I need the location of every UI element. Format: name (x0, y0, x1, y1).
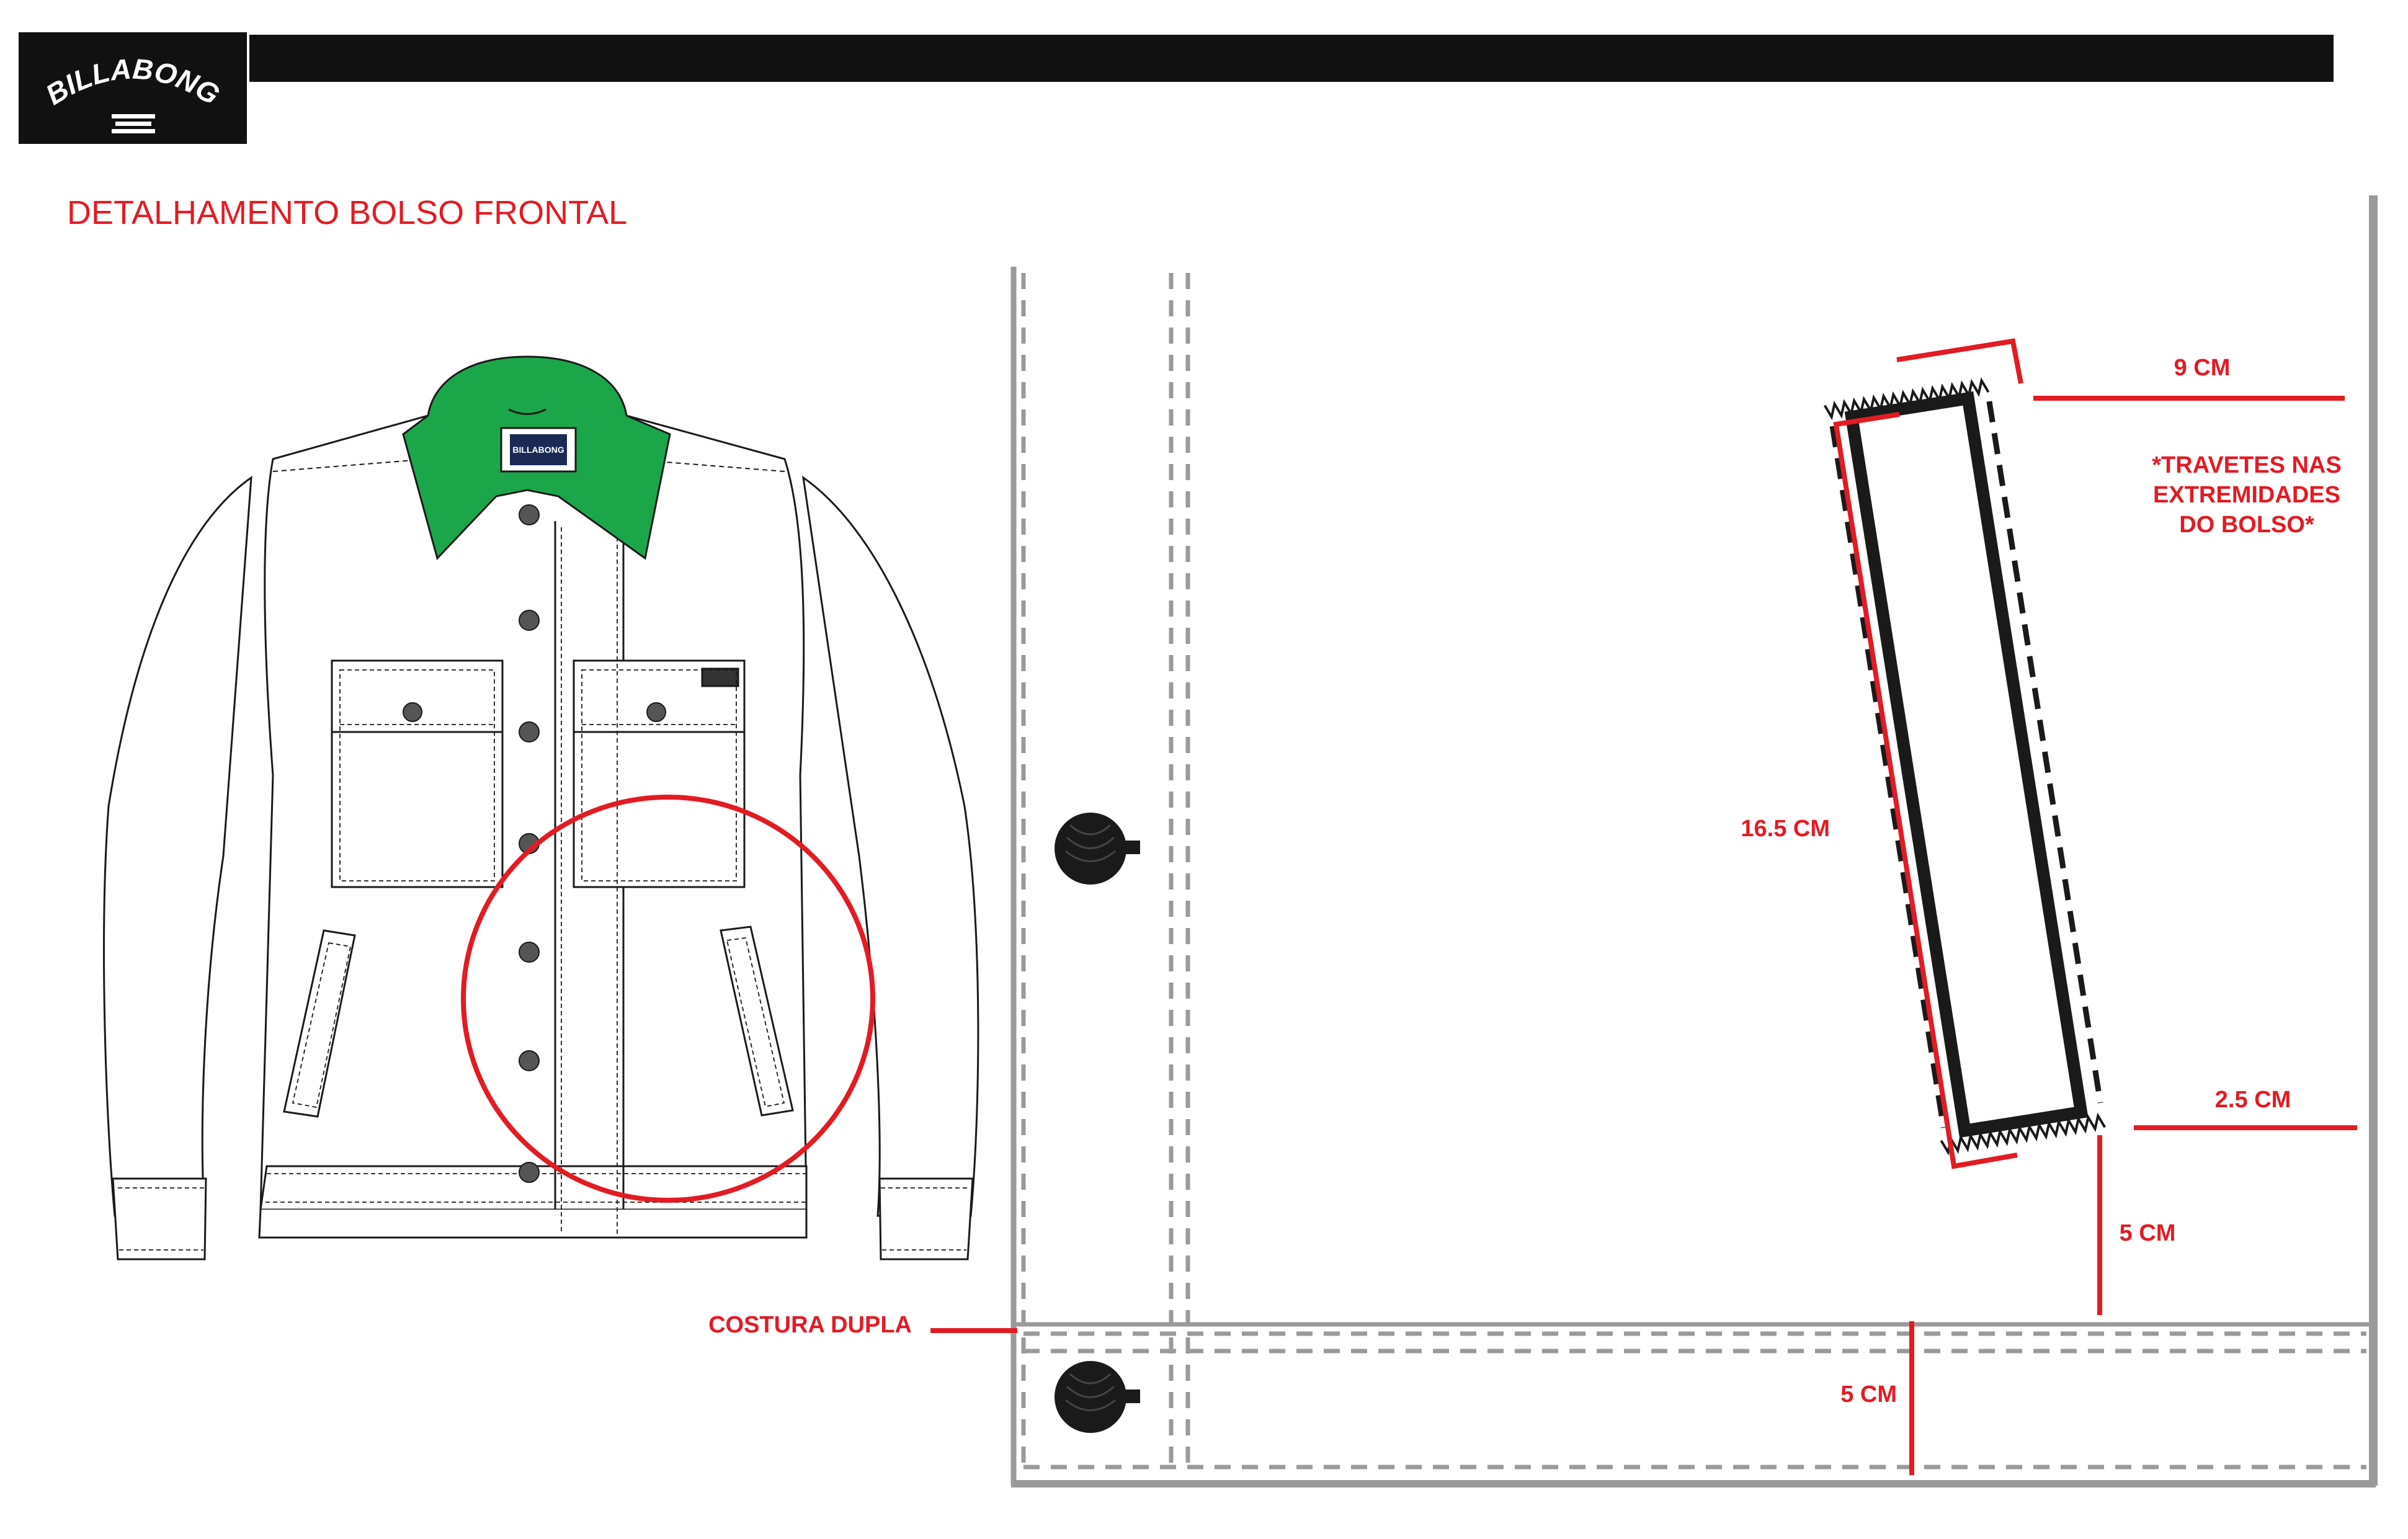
hem-height-label: 5 CM (1840, 1381, 1897, 1407)
jacket-collar: BILLABONG (402, 355, 671, 560)
button-dot (646, 702, 666, 722)
left-sleeve (103, 475, 252, 1217)
button-dot (519, 1050, 540, 1071)
width-label: 9 CM (2174, 355, 2231, 381)
brand-logo-box: BILLABONG (19, 32, 247, 144)
left-pocket-flap (331, 659, 504, 733)
jacket-sketch (103, 414, 979, 1260)
bartack-bottom (1940, 1112, 2107, 1156)
bartack-note-line3: DO BOLSO* (2179, 512, 2314, 538)
billabong-logo: BILLABONG (40, 52, 225, 133)
button-dot (519, 504, 540, 525)
button-dot (403, 702, 422, 722)
bartack-note-line2: EXTREMIDADES (2153, 482, 2340, 508)
right-sleeve (802, 475, 979, 1217)
billabong-bars-icon (112, 114, 155, 133)
length-label: 16.5 CM (1741, 816, 1830, 842)
chest-pocket-label (701, 667, 739, 687)
detail-button-lower (1055, 1361, 1140, 1433)
left-welt-pocket (283, 929, 356, 1118)
header-bar (249, 35, 2334, 82)
bartack-note-line1: *TRAVETES NAS (2152, 452, 2341, 478)
jacket-body (259, 414, 808, 1211)
right-welt-pocket (720, 926, 794, 1117)
pocket-detail-panel: 9 CM *TRAVETES NAS EXTREMIDADES DO BOLSO… (708, 195, 2378, 1488)
side-offset-label: 2.5 CM (2215, 1087, 2291, 1113)
right-cuff (878, 1177, 974, 1260)
button-dot (519, 721, 540, 743)
bartack-top (1823, 377, 1990, 421)
button-dot (519, 1162, 540, 1183)
bottom-offset-label: 5 CM (2120, 1220, 2176, 1246)
collar-label-text: BILLABONG (512, 445, 564, 455)
welt-pocket-detail (1823, 377, 2107, 1156)
detail-highlight-circle (461, 795, 875, 1203)
placket-stitching (1021, 273, 2366, 1473)
jacket-buttons (403, 504, 666, 1183)
button-dot (519, 610, 540, 631)
seam-label: COSTURA DUPLA (708, 1312, 912, 1338)
page-title: DETALHAMENTO BOLSO FRONTAL (67, 194, 628, 231)
button-dot (519, 942, 540, 963)
measurement-lines (930, 338, 2357, 1475)
detail-button-upper (1055, 813, 1140, 885)
measurement-labels: 9 CM *TRAVETES NAS EXTREMIDADES DO BOLSO… (708, 355, 2342, 1407)
left-cuff (112, 1177, 207, 1260)
